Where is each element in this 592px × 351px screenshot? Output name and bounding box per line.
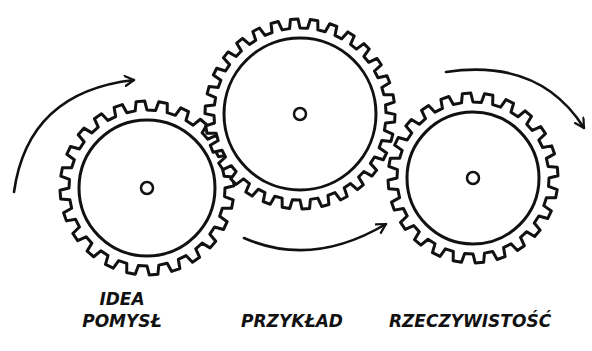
gear-label: PRZYKŁAD xyxy=(241,310,343,332)
gear-node: PRZYKŁAD xyxy=(205,19,395,209)
gear-teeth xyxy=(205,19,395,209)
gear-label: RZECZYWISTOŚĆ xyxy=(389,310,551,332)
gear-node: RZECZYWISTOŚĆ xyxy=(388,93,558,263)
gear-rim xyxy=(224,38,376,190)
rotation-arrow xyxy=(244,224,386,250)
gear-label: IDEA POMYSŁ xyxy=(82,288,162,332)
gear-rim xyxy=(79,120,215,256)
gear-hub xyxy=(294,108,306,120)
gear-teeth xyxy=(388,93,558,263)
gear-hub xyxy=(467,172,479,184)
gear-outline xyxy=(205,19,395,209)
gear-outline xyxy=(388,93,558,263)
gear-hub xyxy=(141,182,153,194)
gear-rim xyxy=(407,112,539,244)
